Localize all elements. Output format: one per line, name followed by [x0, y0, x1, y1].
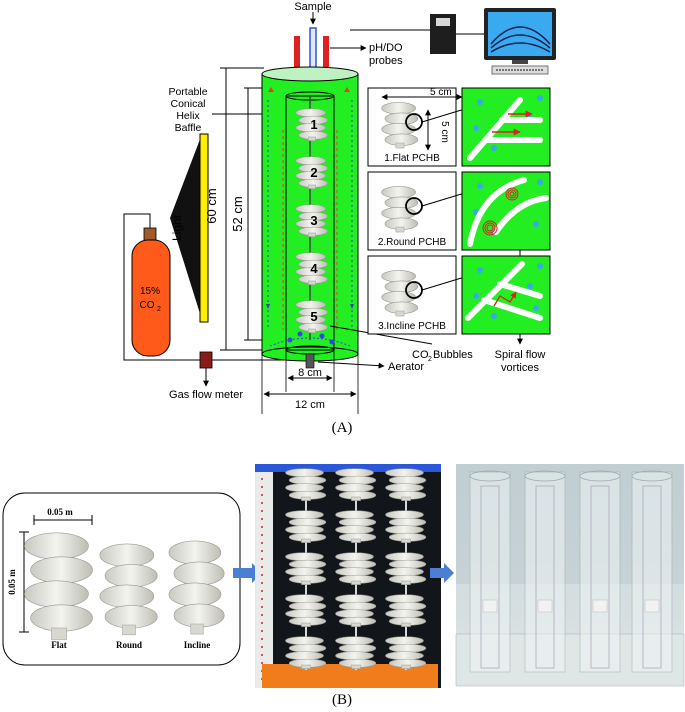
baffle-type-insets: 1.Flat PCHB 2.Round PCHB 3.Incline PCHB: [367, 87, 551, 335]
panel-b: 0.05 m 0.05 m (B): [2, 464, 685, 708]
stack-baffle: [335, 594, 377, 627]
stack-baffle: [285, 510, 327, 543]
glass-column: [469, 470, 511, 673]
height-outer-label: 60 cm: [204, 188, 219, 223]
gas-bottle-label-1: 15%: [140, 286, 160, 297]
shape-label-flat: Flat: [51, 640, 67, 650]
meter-display: [436, 18, 450, 26]
inset-label-2: 2.Round PCHB: [378, 237, 447, 248]
gas-flow-meter-label: Gas flow meter: [169, 389, 243, 401]
baffle-label-1: Portable: [168, 86, 207, 98]
stack-baffle: [335, 552, 377, 585]
computer-monitor-icon: [484, 8, 556, 75]
probes-label-1: pH/DO: [369, 42, 403, 54]
column-baffle-4: [295, 252, 329, 285]
baffle-number-1: 1: [310, 117, 317, 132]
bubbles-label-2: Bubbles: [433, 349, 473, 361]
vortices-label-1: Spiral flow: [495, 349, 546, 361]
panel-a: Sample pH/DO probes Portable Conical Hel…: [123, 1, 556, 436]
bubbles-label-sub: 2: [428, 356, 432, 363]
height-inner-label: 52 cm: [230, 196, 245, 231]
glass-column: [524, 470, 566, 673]
shape-label-round: Round: [116, 640, 142, 650]
stack-baffle: [335, 468, 377, 501]
inset-baffle-2: [381, 186, 419, 233]
inset-height-label: 5 cm: [439, 121, 450, 143]
inset-3: 3.Incline PCHB: [367, 255, 469, 335]
shape-label-incline: Incline: [184, 640, 211, 650]
width-inner-label: 8 cm: [298, 367, 322, 379]
vortices-label-2: vortices: [501, 362, 539, 374]
stack-baffle: [335, 510, 377, 543]
sample-label: Sample: [294, 1, 331, 13]
column-baffle-3: [295, 204, 329, 237]
inset-label-3: 3.Incline PCHB: [378, 321, 446, 332]
stack-baffle: [385, 636, 427, 669]
stack-baffle: [285, 552, 327, 585]
gas-flow-meter-icon: [199, 351, 213, 369]
inset-label-1: 1.Flat PCHB: [384, 153, 440, 164]
gas-tubing-1: [123, 213, 204, 361]
column-baffles: 1 2 3 4 5: [295, 108, 329, 333]
light-panel: [170, 133, 209, 323]
column-baffle-1: [295, 108, 329, 141]
aerator-label: Aerator: [388, 361, 424, 373]
baffle-number-4: 4: [310, 261, 318, 276]
glass-column: [579, 470, 621, 673]
stack-baffle: [385, 468, 427, 501]
photo-baffle-incline: [168, 540, 225, 635]
flow-panel-3: [461, 255, 551, 335]
stack-baffle: [285, 468, 327, 501]
bubbles-pointer: [329, 325, 433, 345]
photo-baffle-round: [99, 543, 158, 636]
aerator-arrow: [317, 361, 385, 369]
glass-column: [631, 470, 673, 673]
baffle-stack: [285, 468, 427, 670]
do-probe: [323, 36, 329, 82]
stack-baffle: [335, 636, 377, 669]
inset-width-label: 5 cm: [430, 87, 452, 98]
inset-1: 1.Flat PCHB: [367, 87, 469, 167]
width-outer-label: 12 cm: [295, 399, 325, 411]
gas-bottle-label-sub: 2: [157, 306, 161, 313]
dim-h-label: 0.05 m: [7, 569, 17, 595]
column-baffle-5: [295, 300, 329, 333]
arrow-to-columns: [430, 563, 454, 583]
stack-baffle: [285, 594, 327, 627]
baffle-label-4: Baffle: [175, 122, 202, 134]
photo-baffle-flat: [24, 532, 93, 640]
baffle-number-2: 2: [310, 165, 317, 180]
flow-panel-2: [461, 171, 551, 251]
ph-probe: [294, 36, 300, 82]
baffle-label-3: Helix: [176, 110, 200, 122]
light-label: Light: [170, 214, 184, 241]
baffle-photos: [24, 532, 225, 640]
reactor-columns: [469, 470, 673, 673]
arrow-to-stack: [233, 563, 262, 583]
baffle-number-3: 3: [310, 213, 317, 228]
bubbles-label-1: CO: [412, 349, 429, 361]
inset-2: 2.Round PCHB: [367, 171, 469, 251]
baffle-label-2: Conical: [170, 98, 205, 110]
stack-baffle: [385, 510, 427, 543]
stack-baffle: [385, 594, 427, 627]
co2-gas-cylinder: [131, 227, 171, 357]
caption-b: (B): [332, 692, 352, 708]
column-baffle-2: [295, 156, 329, 189]
flow-panel-1: [461, 87, 551, 167]
stack-baffle: [385, 552, 427, 585]
caption-a: (A): [332, 420, 353, 436]
stack-baffle: [285, 636, 327, 669]
probes-label-2: probes: [369, 55, 403, 67]
gas-bottle-label-2: CO: [140, 300, 155, 311]
dim-w-label: 0.05 m: [47, 507, 73, 517]
baffle-number-5: 5: [310, 309, 317, 324]
